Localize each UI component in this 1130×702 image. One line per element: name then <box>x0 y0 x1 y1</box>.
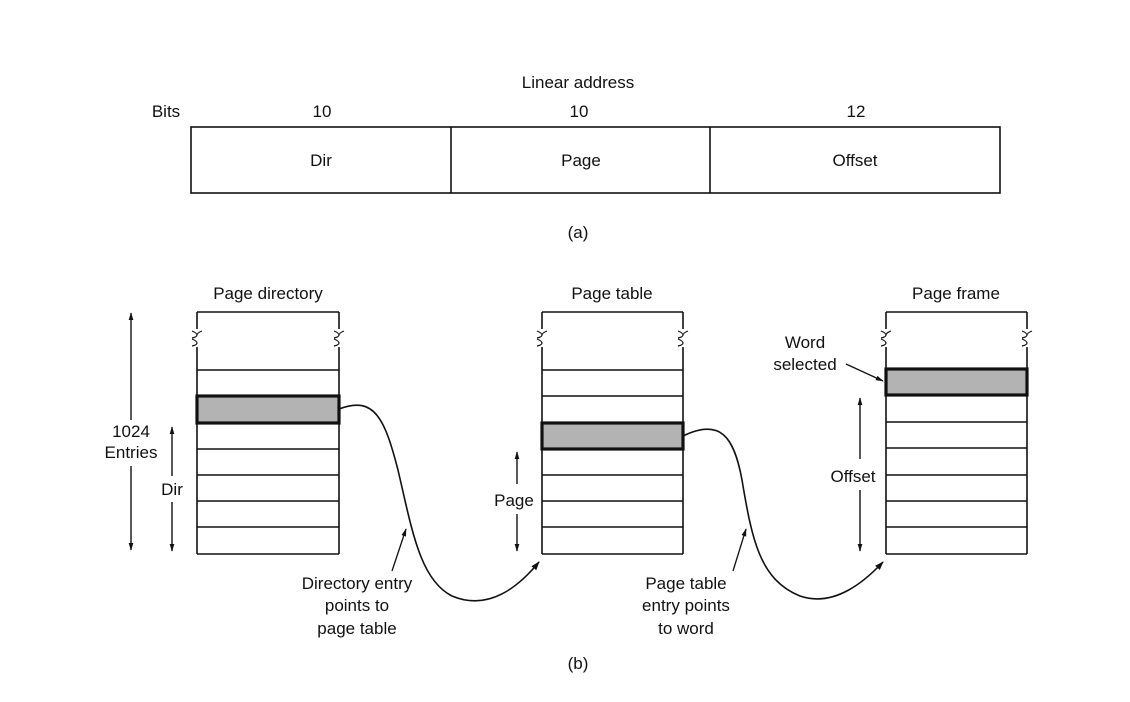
offset-field-label: Offset <box>832 151 877 170</box>
table-entry-note: Page table entry points to word <box>642 528 747 638</box>
page-directory-title: Page directory <box>213 284 323 303</box>
offset-index-label: Offset <box>830 467 875 486</box>
bits-label: Bits <box>152 102 180 121</box>
dir-field-label: Dir <box>310 151 332 170</box>
directory-note-line: Directory entry <box>302 574 413 593</box>
page-table: Page table Page <box>494 284 689 555</box>
word-selected-label: selected <box>773 355 836 374</box>
break-mark-icon <box>536 330 548 347</box>
selected-page-table-entry <box>540 421 685 451</box>
linear-address-box <box>190 126 1001 194</box>
page-field-label: Page <box>561 151 601 170</box>
table-to-frame-curve <box>682 428 884 600</box>
table-note-line: entry points <box>642 596 730 615</box>
word-selected-pointer <box>845 363 884 382</box>
caption-b: (b) <box>568 654 589 673</box>
table-note-line: to word <box>658 619 714 638</box>
dir-bits-value: 10 <box>313 102 332 121</box>
directory-entry-note: Directory entry points to page table <box>302 528 413 638</box>
selected-directory-entry <box>195 394 341 425</box>
note-pointer <box>391 528 407 572</box>
break-mark-icon <box>191 330 203 347</box>
page-frame-title: Page frame <box>912 284 1000 303</box>
linear-address-title: Linear address <box>522 73 634 92</box>
word-selected-label: Word <box>785 333 825 352</box>
directory-note-line: page table <box>317 619 396 638</box>
caption-a: (a) <box>568 223 589 242</box>
entries-count-label: 1024 <box>112 422 150 441</box>
linear-address-section: Linear address Bits 10 10 12 Dir Page Of… <box>152 73 1001 242</box>
page-index-label: Page <box>494 491 534 510</box>
selected-word <box>884 367 1029 397</box>
table-note-line: Page table <box>645 574 726 593</box>
break-mark-icon <box>1021 330 1033 347</box>
entries-label: Entries <box>105 443 158 462</box>
page-bits-value: 10 <box>570 102 589 121</box>
break-mark-icon <box>880 330 892 347</box>
page-frame: Page frame Word selected Offset <box>773 284 1033 555</box>
directory-to-table-curve <box>338 404 540 602</box>
directory-note-line: points to <box>325 596 389 615</box>
break-mark-icon <box>677 330 689 347</box>
break-mark-icon <box>333 330 345 347</box>
page-table-title: Page table <box>571 284 652 303</box>
dir-index-label: Dir <box>161 480 183 499</box>
note-pointer <box>732 528 747 572</box>
offset-bits-value: 12 <box>847 102 866 121</box>
page-directory: Page directory 1024 Entries Dir <box>105 284 345 555</box>
